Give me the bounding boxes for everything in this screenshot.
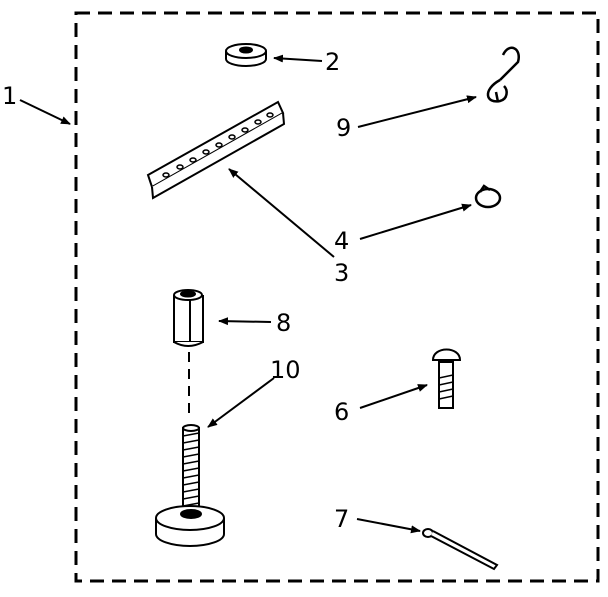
callout-8: 8 <box>276 309 291 337</box>
leader-3 <box>228 168 335 258</box>
leader-6 <box>359 384 428 409</box>
kit-boundary <box>74 11 600 583</box>
callout-6: 6 <box>334 398 349 426</box>
leader-10 <box>207 377 275 428</box>
callout-7: 7 <box>334 505 349 533</box>
callout-4: 4 <box>334 227 349 255</box>
leader-2 <box>273 54 323 63</box>
bracket-strip-part <box>146 100 286 200</box>
leader-8 <box>218 317 272 326</box>
callout-3: 3 <box>334 259 349 287</box>
hook-part <box>486 46 520 103</box>
coupling-nut-part <box>173 289 204 347</box>
bolt-part <box>431 348 462 409</box>
ring-clip-part <box>474 184 502 209</box>
callout-2: 2 <box>325 48 340 76</box>
leader-1 <box>19 99 71 125</box>
callout-9: 9 <box>336 114 351 142</box>
leveling-foot-part <box>155 424 225 547</box>
leader-4 <box>359 203 472 240</box>
leader-lines <box>19 54 477 534</box>
leader-9 <box>357 95 477 128</box>
leader-7 <box>356 518 421 534</box>
washer-part <box>225 43 267 67</box>
callout-10: 10 <box>270 356 301 384</box>
callout-1: 1 <box>2 82 17 110</box>
cotter-pin-part <box>422 528 499 571</box>
